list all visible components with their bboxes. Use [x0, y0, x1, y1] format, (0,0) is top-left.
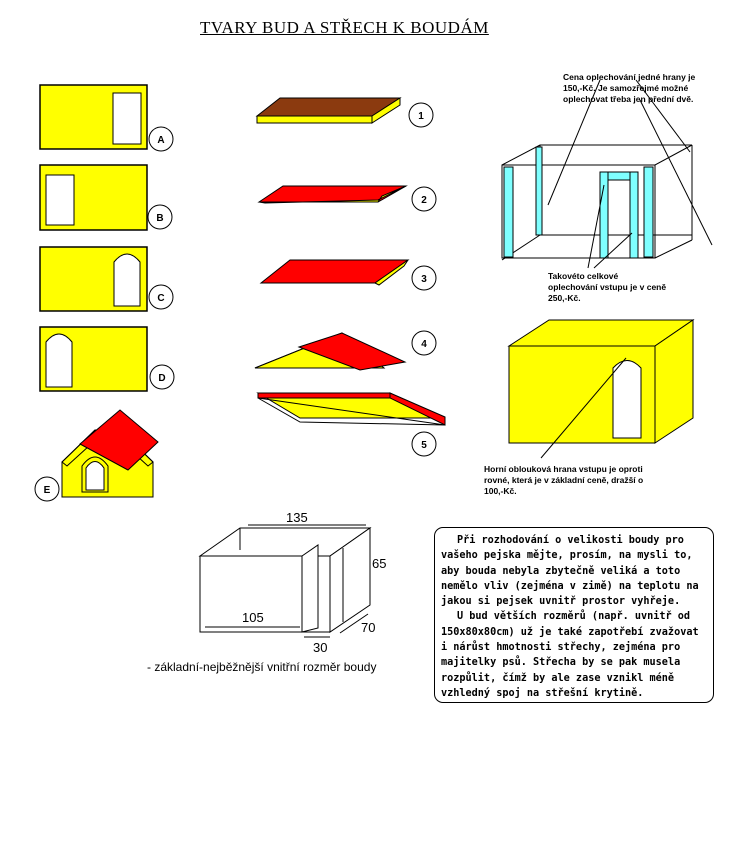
roof-label: 1 — [418, 111, 424, 122]
shape-label: E — [44, 485, 51, 496]
roof-1: 1 — [255, 97, 434, 128]
shape-e: E — [34, 409, 159, 502]
dim-height: 65 — [372, 556, 387, 571]
shape-a: A — [39, 84, 174, 152]
shape-b: B — [39, 164, 173, 231]
wireframe-kennel — [501, 79, 713, 269]
roof-3: 3 — [259, 259, 437, 291]
roof-4: 4 — [254, 330, 437, 371]
info-paragraph-1: Při rozhodování o velikosti boudy pro va… — [441, 535, 699, 608]
dim-caption: - základní-nejběžnější vnitřní rozměr bo… — [147, 660, 377, 674]
note-arch-cost: Horní oblouková hrana vstupu je oproti r… — [484, 464, 644, 496]
yellow-kennel — [507, 319, 695, 459]
info-paragraph-2: U bud větších rozměrů (např. uvnitř od 1… — [441, 611, 699, 699]
dim-inner-length: 105 — [242, 610, 264, 625]
shape-c: C — [39, 246, 174, 312]
note-entrance-cost: Takovéto celkové oplechování vstupu je v… — [548, 271, 667, 303]
shape-label: A — [157, 135, 164, 146]
dim-length: 135 — [286, 510, 308, 525]
roof-label: 4 — [421, 339, 427, 350]
roof-label: 2 — [421, 195, 427, 206]
info-textbox: Při rozhodování o velikosti boudy pro va… — [434, 527, 714, 703]
roof-label: 5 — [421, 440, 427, 451]
dim-entrance-width: 30 — [313, 640, 328, 655]
roof-label: 3 — [421, 274, 427, 285]
shape-d: D — [39, 326, 175, 392]
shape-label: B — [156, 213, 163, 224]
roof-2: 2 — [257, 185, 437, 212]
roof-5: 5 — [256, 392, 446, 457]
page-title: TVARY BUD A STŘECH K BOUDÁM — [200, 18, 489, 37]
note-edge-cost: Cena oplechování jedné hrany je 150,-Kč.… — [563, 72, 696, 104]
shape-label: D — [158, 373, 165, 384]
shape-label: C — [157, 293, 164, 304]
dimension-box — [198, 524, 372, 638]
dim-depth: 70 — [361, 620, 376, 635]
